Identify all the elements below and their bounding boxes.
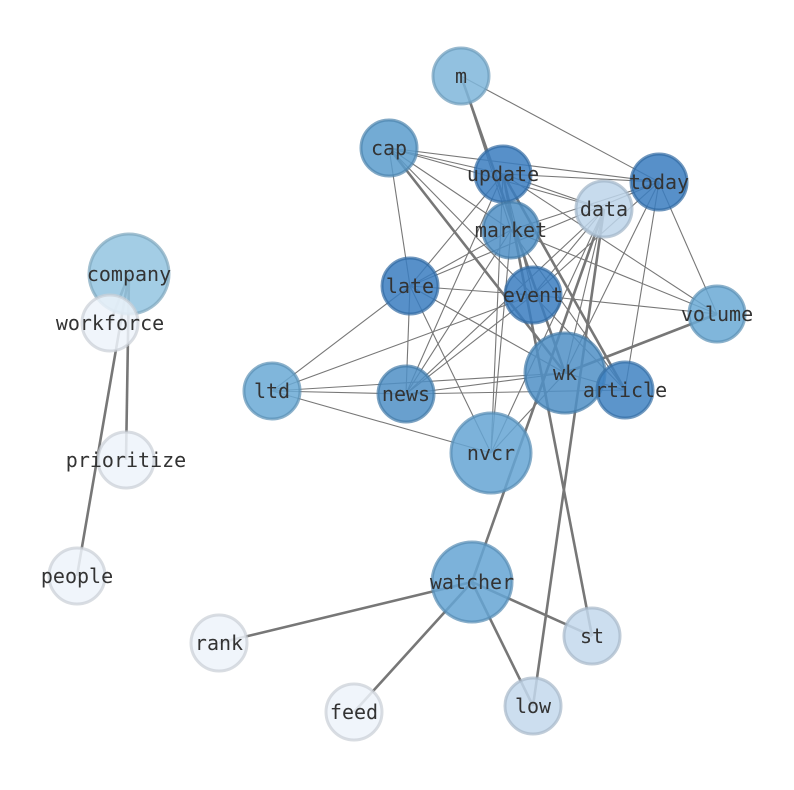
node-label-m: m <box>455 64 467 88</box>
node-circle-prioritize[interactable] <box>96 430 156 490</box>
node-feed[interactable]: feed <box>324 682 384 742</box>
node-label-cap: cap <box>371 136 407 160</box>
node-label-market: market <box>475 218 547 242</box>
node-circle-watcher[interactable] <box>430 540 514 624</box>
node-volume[interactable]: volume <box>681 284 753 344</box>
node-circle-workforce[interactable] <box>80 293 140 353</box>
edge-low-data <box>531 208 606 707</box>
node-st[interactable]: st <box>562 606 622 666</box>
node-circle-volume[interactable] <box>687 284 747 344</box>
node-news[interactable]: news <box>376 364 436 424</box>
node-circle-rank[interactable] <box>189 613 249 673</box>
node-label-data: data <box>580 197 628 221</box>
node-circle-news[interactable] <box>376 364 436 424</box>
node-label-late: late <box>386 274 434 298</box>
node-event[interactable]: event <box>503 265 563 325</box>
edge-market-article <box>510 229 626 391</box>
node-label-rank: rank <box>195 631 243 655</box>
node-prioritize[interactable]: prioritize <box>66 430 186 490</box>
edge-update-volume <box>502 173 718 315</box>
node-circle-low[interactable] <box>503 676 563 736</box>
edge-market-volume <box>510 229 718 315</box>
node-circle-event[interactable] <box>503 265 563 325</box>
node-m[interactable]: m <box>431 46 491 106</box>
node-circle-cap[interactable] <box>359 118 419 178</box>
node-article[interactable]: article <box>583 360 667 420</box>
node-circle-m[interactable] <box>431 46 491 106</box>
node-label-prioritize: prioritize <box>66 448 186 472</box>
node-data[interactable]: data <box>574 179 634 239</box>
edge-update-news <box>405 173 504 395</box>
node-label-low: low <box>515 694 552 718</box>
node-circle-st[interactable] <box>562 606 622 666</box>
edge-cap-event <box>388 147 534 296</box>
node-wk[interactable]: wk <box>523 331 607 415</box>
edge-market-news <box>405 229 512 395</box>
node-circle-data[interactable] <box>574 179 634 239</box>
node-circle-ltd[interactable] <box>242 361 302 421</box>
node-label-watcher: watcher <box>430 570 514 594</box>
node-label-event: event <box>503 283 563 307</box>
node-circle-market[interactable] <box>481 200 541 260</box>
edge-watcher-rank <box>218 580 473 645</box>
node-watcher[interactable]: watcher <box>430 540 514 624</box>
node-label-wk: wk <box>553 361 577 385</box>
node-late[interactable]: late <box>380 256 440 316</box>
node-label-people: people <box>41 564 113 588</box>
node-workforce[interactable]: workforce <box>56 293 164 353</box>
node-nvcr[interactable]: nvcr <box>449 411 533 495</box>
edge-today-article <box>624 181 660 391</box>
node-label-workforce: workforce <box>56 311 164 335</box>
node-ltd[interactable]: ltd <box>242 361 302 421</box>
node-label-ltd: ltd <box>254 379 290 403</box>
node-today[interactable]: today <box>629 152 689 212</box>
node-label-st: st <box>580 624 604 648</box>
node-rank[interactable]: rank <box>189 613 249 673</box>
node-cap[interactable]: cap <box>359 118 419 178</box>
node-circle-today[interactable] <box>629 152 689 212</box>
edge-m-today <box>460 75 660 183</box>
node-label-article: article <box>583 378 667 402</box>
edge-event-ltd <box>271 294 534 392</box>
node-label-news: news <box>382 382 430 406</box>
node-label-feed: feed <box>330 700 378 724</box>
edge-wk-cap <box>387 147 567 374</box>
node-label-today: today <box>629 170 689 194</box>
edge-data-nvcr <box>490 208 605 454</box>
node-label-update: update <box>467 162 539 186</box>
node-circle-late[interactable] <box>380 256 440 316</box>
node-update[interactable]: update <box>467 144 539 204</box>
node-circle-feed[interactable] <box>324 682 384 742</box>
node-label-volume: volume <box>681 302 753 326</box>
node-label-nvcr: nvcr <box>467 441 515 465</box>
node-market[interactable]: market <box>475 200 547 260</box>
node-circle-nvcr[interactable] <box>449 411 533 495</box>
edge-event-volume <box>532 294 718 315</box>
node-low[interactable]: low <box>503 676 563 736</box>
node-label-company: company <box>87 262 171 286</box>
node-circle-people[interactable] <box>47 546 107 606</box>
node-circle-article[interactable] <box>595 360 655 420</box>
node-people[interactable]: people <box>41 546 113 606</box>
